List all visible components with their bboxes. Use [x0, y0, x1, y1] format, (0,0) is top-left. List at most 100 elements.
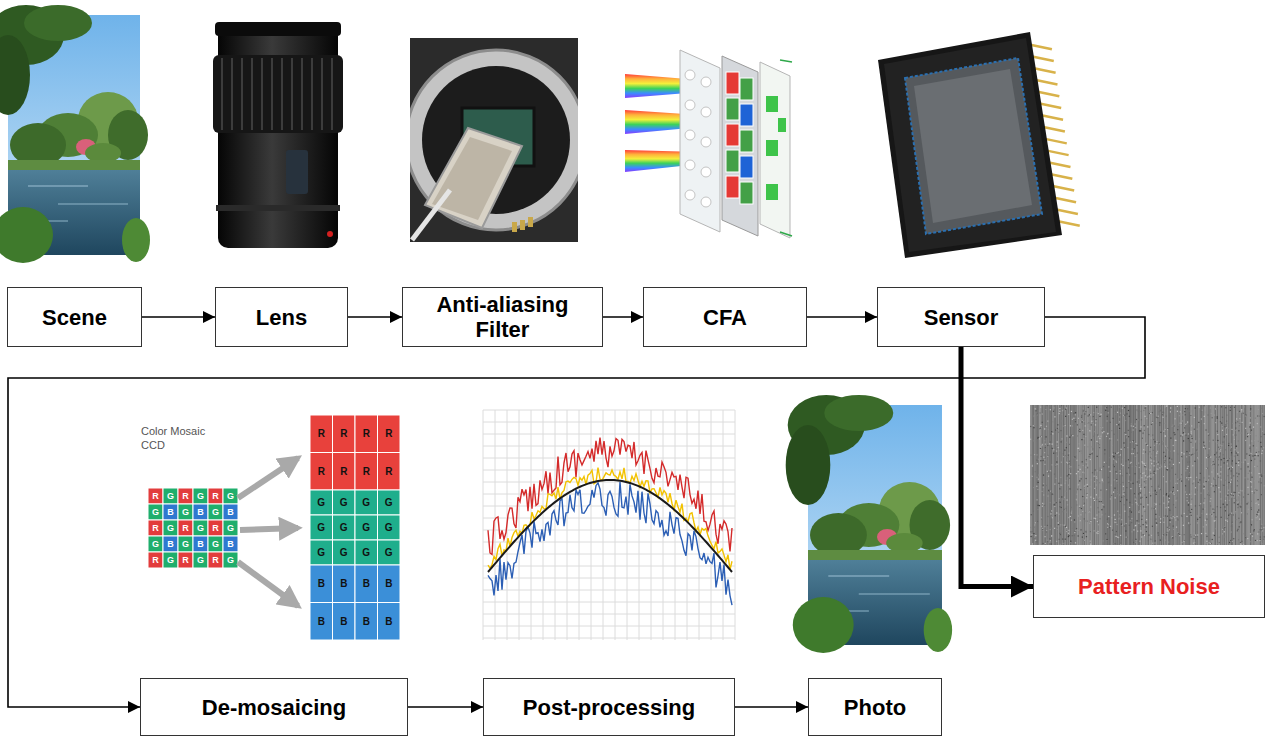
pattern-noise-picture — [1084, 540, 1085, 541]
mosaic-cell — [378, 453, 401, 491]
sensor-chip-picture — [905, 58, 1042, 234]
pattern-noise-picture — [1144, 494, 1145, 495]
anti-aliasing-filter-picture — [432, 137, 512, 220]
anti-aliasing-filter-picture — [410, 50, 578, 230]
pattern-noise-picture — [1158, 464, 1159, 465]
pattern-noise-picture — [1191, 431, 1192, 432]
pattern-noise-picture — [1190, 534, 1191, 535]
pattern-noise-picture — [1050, 510, 1051, 511]
pattern-noise-picture — [1173, 529, 1174, 530]
pattern-noise-picture — [1263, 405, 1264, 545]
pattern-noise-picture — [1042, 413, 1043, 414]
pattern-noise-picture — [1258, 481, 1259, 482]
pattern-noise-picture — [1115, 522, 1116, 523]
pattern-noise-picture — [1083, 410, 1084, 411]
pattern-noise-picture — [1181, 515, 1182, 516]
pattern-noise-picture — [1035, 410, 1036, 411]
pattern-noise-picture — [1201, 410, 1202, 411]
pattern-noise-picture — [1078, 465, 1079, 466]
pattern-noise-picture — [1159, 516, 1160, 517]
pattern-noise-picture — [1163, 476, 1164, 477]
pattern-noise-picture — [1048, 490, 1049, 491]
pattern-noise-picture — [1050, 405, 1051, 545]
pattern-noise-picture — [1238, 518, 1239, 519]
pattern-noise-picture — [1229, 405, 1230, 545]
pattern-noise-picture — [1169, 464, 1170, 465]
pattern-noise-picture — [1228, 445, 1229, 446]
pattern-noise-picture — [1251, 476, 1252, 477]
pattern-noise-picture — [1126, 523, 1127, 524]
pattern-noise-picture — [1174, 494, 1175, 495]
pattern-noise-picture — [1103, 466, 1104, 467]
pattern-noise-picture — [1060, 534, 1061, 535]
pattern-noise-picture — [1045, 408, 1046, 409]
pattern-noise-picture — [1199, 517, 1200, 518]
pattern-noise-picture — [1237, 476, 1238, 477]
pattern-noise-picture — [1241, 405, 1242, 545]
pattern-noise-picture — [1083, 533, 1084, 534]
pattern-noise-picture — [1183, 525, 1184, 526]
pattern-noise-picture — [1203, 483, 1204, 484]
pattern-noise-picture — [1197, 457, 1198, 458]
lens-picture — [213, 55, 343, 133]
pattern-noise-picture — [1146, 418, 1147, 419]
pattern-noise-picture — [1210, 498, 1211, 499]
pattern-noise-picture — [1222, 417, 1223, 418]
pattern-noise-picture — [1233, 492, 1234, 493]
pattern-noise-picture — [1118, 407, 1119, 408]
pattern-noise-picture — [1240, 542, 1241, 543]
pattern-noise-picture — [1067, 462, 1068, 463]
pattern-noise-picture — [1082, 461, 1083, 462]
pattern-noise-picture — [1220, 466, 1221, 467]
pattern-noise-picture — [1046, 405, 1047, 545]
pattern-noise-picture — [1233, 434, 1234, 435]
pattern-noise-picture — [1166, 534, 1167, 535]
pattern-noise-picture — [1130, 462, 1131, 463]
pattern-noise-picture — [1179, 534, 1180, 535]
pattern-noise-picture — [1192, 465, 1193, 466]
pattern-noise-picture — [1171, 411, 1172, 412]
pattern-noise-picture — [1078, 484, 1079, 485]
pattern-noise-picture — [1122, 524, 1123, 525]
pattern-noise-picture — [1156, 405, 1157, 545]
pattern-noise-picture — [1251, 524, 1252, 525]
pattern-noise-picture — [1226, 405, 1227, 545]
pattern-noise-picture — [1205, 429, 1206, 430]
pattern-noise-picture — [1072, 405, 1073, 545]
pattern-noise-picture — [1058, 514, 1059, 515]
pattern-noise-picture — [1195, 407, 1196, 408]
pattern-noise-picture — [1040, 407, 1041, 408]
pattern-noise-picture — [1259, 415, 1260, 416]
pattern-noise-picture — [1197, 519, 1198, 520]
pattern-noise-picture — [1085, 405, 1086, 545]
pattern-noise-picture — [1250, 507, 1251, 508]
pattern-noise-picture — [1211, 486, 1212, 487]
pattern-noise-picture — [1216, 452, 1217, 453]
pattern-noise-picture — [1249, 426, 1250, 427]
pattern-noise-picture — [1245, 431, 1246, 432]
pattern-noise-picture — [1169, 498, 1170, 499]
pattern-noise-picture — [1166, 406, 1167, 407]
pattern-noise-picture — [1121, 464, 1122, 465]
pattern-noise-picture — [1043, 487, 1044, 488]
pattern-noise-picture — [1236, 473, 1237, 474]
pattern-noise-picture — [1134, 448, 1135, 449]
mosaic-cell — [223, 488, 238, 504]
pattern-noise-picture — [1197, 536, 1198, 537]
mosaic-cell — [208, 520, 223, 536]
pattern-noise-picture — [1107, 433, 1108, 434]
pattern-noise-picture — [1030, 439, 1031, 440]
pattern-noise-picture — [1072, 528, 1073, 529]
pattern-noise-picture — [1240, 468, 1241, 469]
pattern-noise-picture — [1173, 492, 1174, 493]
pattern-noise-picture — [1232, 467, 1233, 468]
pattern-noise-picture — [1098, 521, 1099, 522]
pattern-noise-picture — [1216, 408, 1217, 409]
pattern-noise-picture — [1055, 405, 1056, 545]
pattern-noise-picture — [1094, 481, 1095, 482]
pattern-noise-picture — [1100, 490, 1101, 491]
pattern-noise-picture — [1050, 490, 1051, 491]
pattern-noise-picture — [1258, 405, 1259, 545]
pattern-noise-picture — [1248, 405, 1249, 545]
pattern-noise-picture — [1152, 526, 1153, 527]
